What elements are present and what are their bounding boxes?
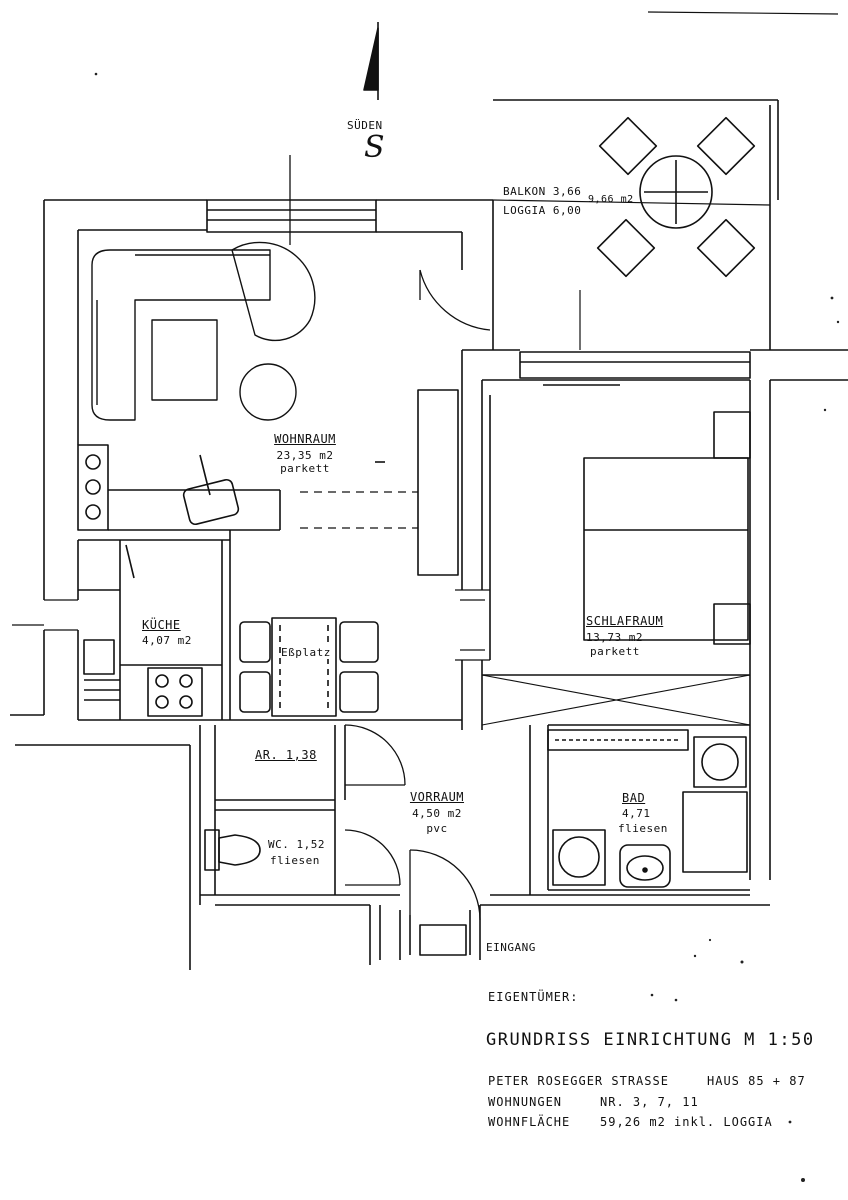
exterior-walls bbox=[10, 99, 848, 970]
entrance-label: EINGANG bbox=[486, 941, 536, 954]
owner-label: EIGENTÜMER: bbox=[488, 990, 579, 1004]
info-house: HAUS 85 + 87 bbox=[707, 1074, 806, 1088]
desk-chair bbox=[182, 454, 240, 526]
kueche-name: KÜCHE bbox=[142, 618, 181, 632]
washing-machine-icon bbox=[693, 736, 747, 788]
essplatz-label: Eßplatz bbox=[281, 646, 331, 659]
wohnraum-area: 23,35 m2 bbox=[276, 449, 334, 462]
dining-table bbox=[239, 617, 379, 717]
schlafraum-name: SCHLAFRAUM bbox=[586, 614, 664, 628]
schlafraum-floor: parkett bbox=[590, 645, 640, 658]
wc-floor: fliesen bbox=[270, 854, 320, 867]
kueche-area: 4,07 m2 bbox=[142, 634, 192, 647]
vorraum-name: VORRAUM bbox=[409, 790, 465, 804]
compass-letter: S bbox=[364, 130, 385, 165]
coffee-table bbox=[151, 319, 218, 401]
bad-floor: fliesen bbox=[618, 822, 668, 835]
interior-walls bbox=[78, 530, 751, 896]
dashed-lines bbox=[300, 491, 418, 529]
bad-area: 4,71 bbox=[622, 807, 651, 820]
tv-unit bbox=[77, 444, 281, 531]
schlafraum-area: 13,73 m2 bbox=[586, 631, 643, 644]
kitchen-counter bbox=[78, 540, 222, 720]
loggia-table bbox=[596, 116, 756, 278]
wohnraum-floor: parkett bbox=[280, 462, 330, 475]
vorraum-area: 4,50 m2 bbox=[412, 807, 462, 820]
balcony-total: 9,66 m2 bbox=[588, 194, 634, 205]
bad-washbasin bbox=[619, 844, 671, 888]
info-apartments-nr: NR. 3, 7, 11 bbox=[600, 1095, 699, 1109]
info-apartments-label: WOHNUNGEN bbox=[488, 1095, 563, 1109]
balcony-line-1: BALKON 3,66 bbox=[503, 185, 582, 198]
balcony-line-2: LOGGIA 6,00 bbox=[503, 204, 582, 217]
scan-specks bbox=[94, 72, 840, 1182]
toilet-icon bbox=[204, 829, 261, 871]
edge-line bbox=[647, 11, 839, 15]
bad-name: BAD bbox=[622, 791, 646, 805]
info-area-label: WOHNFLÄCHE bbox=[488, 1115, 571, 1129]
compass-arrow-icon bbox=[363, 22, 379, 100]
sofa bbox=[91, 241, 316, 421]
bad-sink-left bbox=[552, 829, 606, 886]
info-area-value: 59,26 m2 inkl. LOGGIA bbox=[600, 1115, 773, 1129]
vorraum-floor: pvc bbox=[426, 822, 448, 835]
info-street: PETER ROSEGGER STRASSE bbox=[488, 1074, 669, 1088]
stove-icon bbox=[147, 667, 203, 717]
doors bbox=[344, 269, 491, 921]
compass-label: SÜDEN bbox=[347, 119, 383, 132]
wall-windows bbox=[12, 155, 490, 661]
armchair bbox=[239, 363, 297, 421]
plan-title: GRUNDRISS EINRICHTUNG M 1:50 bbox=[486, 1030, 815, 1050]
abstellraum-name: AR. 1,38 bbox=[255, 748, 317, 762]
wohnraum-name: WOHNRAUM bbox=[274, 432, 336, 446]
wardrobe bbox=[489, 290, 620, 660]
shelf bbox=[417, 389, 459, 576]
bed bbox=[583, 411, 751, 645]
wc-name: WC. 1,52 bbox=[268, 838, 325, 851]
shower-tray bbox=[682, 791, 748, 873]
